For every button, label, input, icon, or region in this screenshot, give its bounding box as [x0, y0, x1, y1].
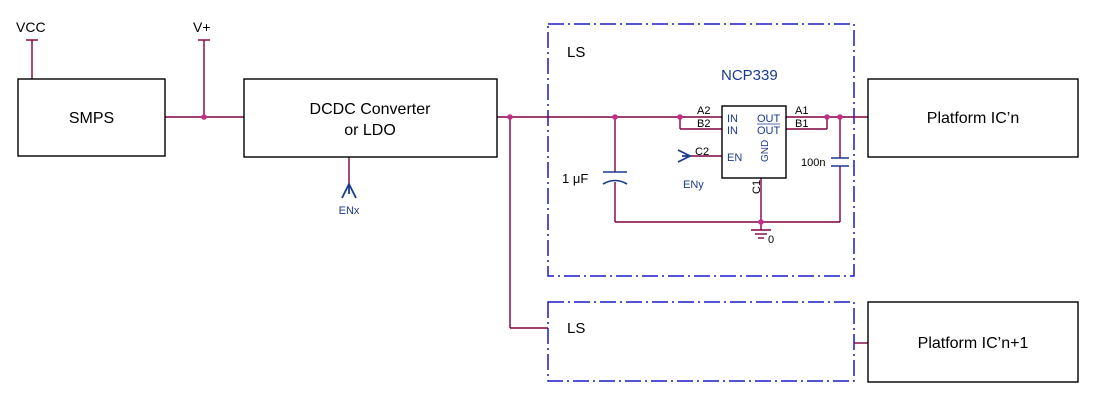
vplus-label: V+: [193, 19, 211, 35]
pin-c1-label: C1: [751, 180, 763, 194]
ncp339-chip: [721, 105, 787, 179]
ground-label: 0: [768, 234, 774, 246]
chip-name-label: NCP339: [721, 67, 778, 84]
pin-in2-label: IN: [727, 125, 738, 137]
platform-ic-n1-block: [867, 301, 1079, 383]
pin-gnd-label: GND: [760, 140, 771, 162]
pin-in1-label: IN: [727, 113, 738, 125]
ls-top-label: LS: [567, 44, 585, 61]
ls-boundary-top: [547, 23, 855, 277]
ls-boundary-bottom: [547, 301, 855, 382]
smps-block: [17, 78, 166, 157]
input-capacitor: [602, 171, 628, 185]
dcdc-label-line2: or LDO: [344, 122, 396, 139]
platform-ic-n1-label: Platform IC’n+1: [918, 335, 1029, 352]
output-capacitor: [831, 157, 849, 167]
dcdc-block: [243, 78, 498, 158]
cap-in-label: 1 μF: [562, 171, 588, 186]
vcc-label: VCC: [16, 19, 46, 35]
enx-arrow-icon: [341, 181, 357, 199]
platform-ic-n-label: Platform IC’n: [927, 110, 1019, 127]
pin-a1-label: A1: [795, 105, 808, 117]
pin-out1-label: OUT: [757, 113, 781, 125]
smps-label: SMPS: [69, 110, 114, 127]
pin-a2-label: A2: [697, 105, 710, 117]
eny-arrow-icon: [677, 149, 693, 163]
eny-label: ENy: [683, 179, 704, 191]
pin-b2-label: B2: [697, 118, 710, 130]
dcdc-label-line1: DCDC Converter: [310, 101, 432, 118]
pin-b1-label: B1: [795, 118, 808, 130]
cap-out-label: 100n: [801, 157, 825, 169]
enx-label: ENx: [339, 205, 360, 217]
wires: [26, 39, 868, 344]
ls-bottom-label: LS: [567, 320, 585, 337]
pin-c2-label: C2: [695, 146, 709, 158]
pin-out2-label: OUT: [757, 125, 781, 137]
pin-en-label: EN: [727, 152, 742, 164]
ground-symbol: [751, 229, 771, 239]
junction-dots: [201, 114, 843, 225]
platform-ic-n-block: [867, 78, 1079, 158]
